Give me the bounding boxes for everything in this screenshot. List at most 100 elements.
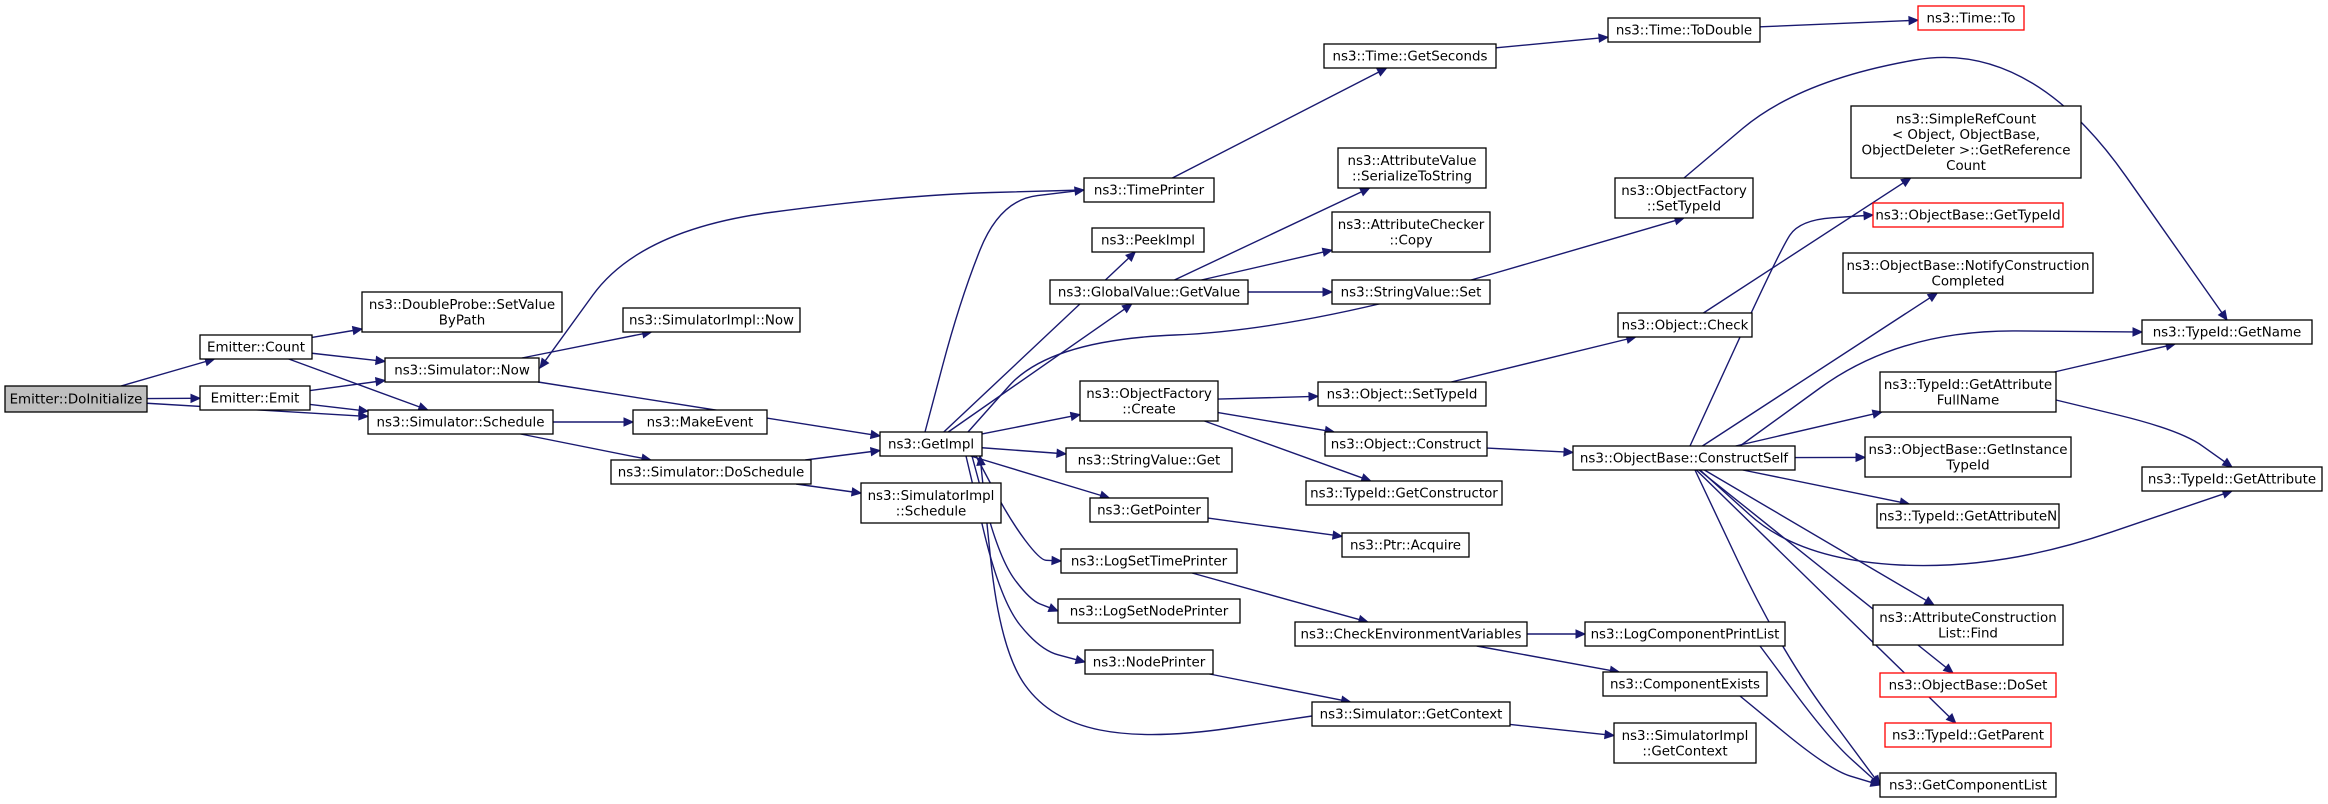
function-node-makeevent[interactable]: ns3::MakeEvent <box>632 409 768 435</box>
call-edge-logcomplist-to-getcomplist <box>1759 645 1881 786</box>
function-node-tidattr[interactable]: ns3::TypeId::GetAttribute <box>2141 466 2323 492</box>
function-node-tidgetctor[interactable]: ns3::TypeId::GetConstructor <box>1305 480 1503 506</box>
node-box <box>1341 532 1470 558</box>
edge-line <box>1699 469 2224 567</box>
call-edge-simgetctx-to-simimplctx <box>1509 723 1616 740</box>
edge-line <box>311 329 354 339</box>
function-node-objcheck[interactable]: ns3::Object::Check <box>1617 312 1753 338</box>
function-node-simgetctx[interactable]: ns3::Simulator::GetContext <box>1311 701 1511 727</box>
function-node-nodeprinter[interactable]: ns3::NodePrinter <box>1084 649 1214 675</box>
node-label-line: ns3::StringValue::Set <box>1341 286 1482 301</box>
edge-arrowhead <box>1051 555 1063 566</box>
call-edge-ofcreate-to-objsettype <box>1217 391 1320 402</box>
node-box <box>1324 431 1488 457</box>
node-box <box>1572 445 1796 471</box>
function-node-simimplnow[interactable]: ns3::SimulatorImpl::Now <box>622 307 801 333</box>
node-label-line: ns3::CheckEnvironmentVariables <box>1301 628 1522 643</box>
call-edge-checkenv-to-logcomplist <box>1527 629 1587 639</box>
node-box <box>361 291 563 333</box>
function-node-tidname[interactable]: ns3::TypeId::GetName <box>2141 319 2313 345</box>
node-label-line: FullName <box>1937 393 1999 408</box>
function-node-obnotify[interactable]: ns3::ObjectBase::NotifyConstructionCompl… <box>1842 252 2094 294</box>
edge-line <box>1703 182 1904 314</box>
function-node-simimplsched[interactable]: ns3::SimulatorImpl::Schedule <box>860 482 1002 524</box>
function-node-todouble[interactable]: ns3::Time::ToDouble <box>1607 17 1761 43</box>
node-box <box>367 409 554 435</box>
function-node-logcomplist[interactable]: ns3::LogComponentPrintList <box>1584 621 1786 647</box>
node-label-line: < Object, ObjectBase, <box>1892 128 2040 143</box>
edge-line <box>805 450 872 461</box>
edge-arrowhead <box>351 325 364 336</box>
function-node-gvgetvalue[interactable]: ns3::GlobalValue::GetValue <box>1049 279 1249 305</box>
function-node-schedule[interactable]: ns3::Simulator::Schedule <box>367 409 554 435</box>
function-node-peekimpl[interactable]: ns3::PeekImpl <box>1091 227 1205 253</box>
function-node-compexists[interactable]: ns3::ComponentExists <box>1602 671 1768 697</box>
call-edge-simgetctx-to-getimpl <box>976 454 1313 736</box>
edge-line <box>981 415 1072 435</box>
edge-arrowhead <box>1855 452 1867 463</box>
node-box <box>1049 279 1249 305</box>
function-node-obgettype[interactable]: ns3::ObjectBase::GetTypeId <box>1872 202 2064 228</box>
function-node-svget[interactable]: ns3::StringValue::Get <box>1065 447 1233 473</box>
function-node-objconstruct[interactable]: ns3::Object::Construct <box>1324 431 1488 457</box>
function-node-obdoset[interactable]: ns3::ObjectBase::DoSet <box>1879 672 2057 698</box>
function-node-ptracquire[interactable]: ns3::Ptr::Acquire <box>1341 532 1470 558</box>
node-label-line: Emitter::Count <box>207 341 305 356</box>
call-edge-ofsettype-to-tidname <box>1683 56 2228 322</box>
node-box <box>1083 177 1215 203</box>
edge-arrowhead <box>1074 186 1086 196</box>
function-node-getpointer[interactable]: ns3::GetPointer <box>1089 497 1209 523</box>
node-label-line: ns3::TypeId::GetParent <box>1892 729 2044 744</box>
function-node-simimplctx[interactable]: ns3::SimulatorImpl::GetContext <box>1613 722 1757 764</box>
node-box <box>1872 202 2064 228</box>
function-node-objsettype[interactable]: ns3::Object::SetTypeId <box>1317 381 1487 407</box>
node-box <box>1850 105 2082 179</box>
node-label-line: Completed <box>1931 274 2004 289</box>
node-box <box>1884 722 2052 748</box>
node-label-line: ns3::StringValue::Get <box>1078 454 1221 469</box>
function-node-avser[interactable]: ns3::AttributeValue::SerializeToString <box>1337 147 1487 189</box>
edge-arrowhead <box>1047 603 1060 612</box>
function-node-svset[interactable]: ns3::StringValue::Set <box>1331 279 1491 305</box>
function-node-logsettime[interactable]: ns3::LogSetTimePrinter <box>1060 548 1238 574</box>
function-node-obconstruct[interactable]: ns3::ObjectBase::ConstructSelf <box>1572 445 1796 471</box>
node-label-line: ::SerializeToString <box>1352 169 1472 184</box>
function-node-getimpl[interactable]: ns3::GetImpl <box>879 431 983 457</box>
edge-arrowhead <box>623 417 635 427</box>
function-node-doinit[interactable]: Emitter::DoInitialize <box>4 385 148 413</box>
edge-line <box>1702 297 1931 447</box>
function-node-timeprinter[interactable]: ns3::TimePrinter <box>1083 177 1215 203</box>
function-node-tidattrn[interactable]: ns3::TypeId::GetAttributeN <box>1876 503 2060 529</box>
node-label-line: ns3::ObjectBase::NotifyConstruction <box>1846 259 2089 274</box>
function-node-count[interactable]: Emitter::Count <box>199 334 313 360</box>
node-box <box>632 409 768 435</box>
function-node-timeto[interactable]: ns3::Time::To <box>1917 5 2025 31</box>
function-node-getcomplist[interactable]: ns3::GetComponentList <box>1879 772 2057 798</box>
call-edge-getimpl-to-nodeprinter <box>965 455 1087 665</box>
edge-arrowhead <box>1923 596 1936 606</box>
node-label-line: ns3::GetImpl <box>888 438 974 453</box>
edge-line <box>1742 469 1901 503</box>
function-node-checkenv[interactable]: ns3::CheckEnvironmentVariables <box>1294 621 1528 647</box>
node-label-line: ns3::TimePrinter <box>1094 184 1205 199</box>
function-node-logsetnode[interactable]: ns3::LogSetNodePrinter <box>1057 598 1241 624</box>
function-node-tidparent[interactable]: ns3::TypeId::GetParent <box>1884 722 2052 748</box>
function-node-ofcreate[interactable]: ns3::ObjectFactory::Create <box>1079 380 1219 422</box>
function-node-ofsettype[interactable]: ns3::ObjectFactory::SetTypeId <box>1614 177 1754 219</box>
function-node-dosched[interactable]: ns3::Simulator::DoSchedule <box>610 459 812 485</box>
edge-line <box>1739 330 2134 447</box>
node-box <box>1323 43 1497 69</box>
function-node-emit[interactable]: Emitter::Emit <box>199 385 311 411</box>
node-label-line: Emitter::DoInitialize <box>10 393 143 408</box>
function-node-simnow[interactable]: ns3::Simulator::Now <box>384 357 540 383</box>
edge-line <box>1174 191 1362 281</box>
function-node-accopy[interactable]: ns3::AttributeChecker::Copy <box>1331 211 1491 253</box>
node-label-line: List::Find <box>1938 626 1998 641</box>
function-node-refcount[interactable]: ns3::SimpleRefCount< Object, ObjectBase,… <box>1850 105 2082 179</box>
function-node-getseconds[interactable]: ns3::Time::GetSeconds <box>1323 43 1497 69</box>
edge-arrowhead <box>1321 247 1334 257</box>
